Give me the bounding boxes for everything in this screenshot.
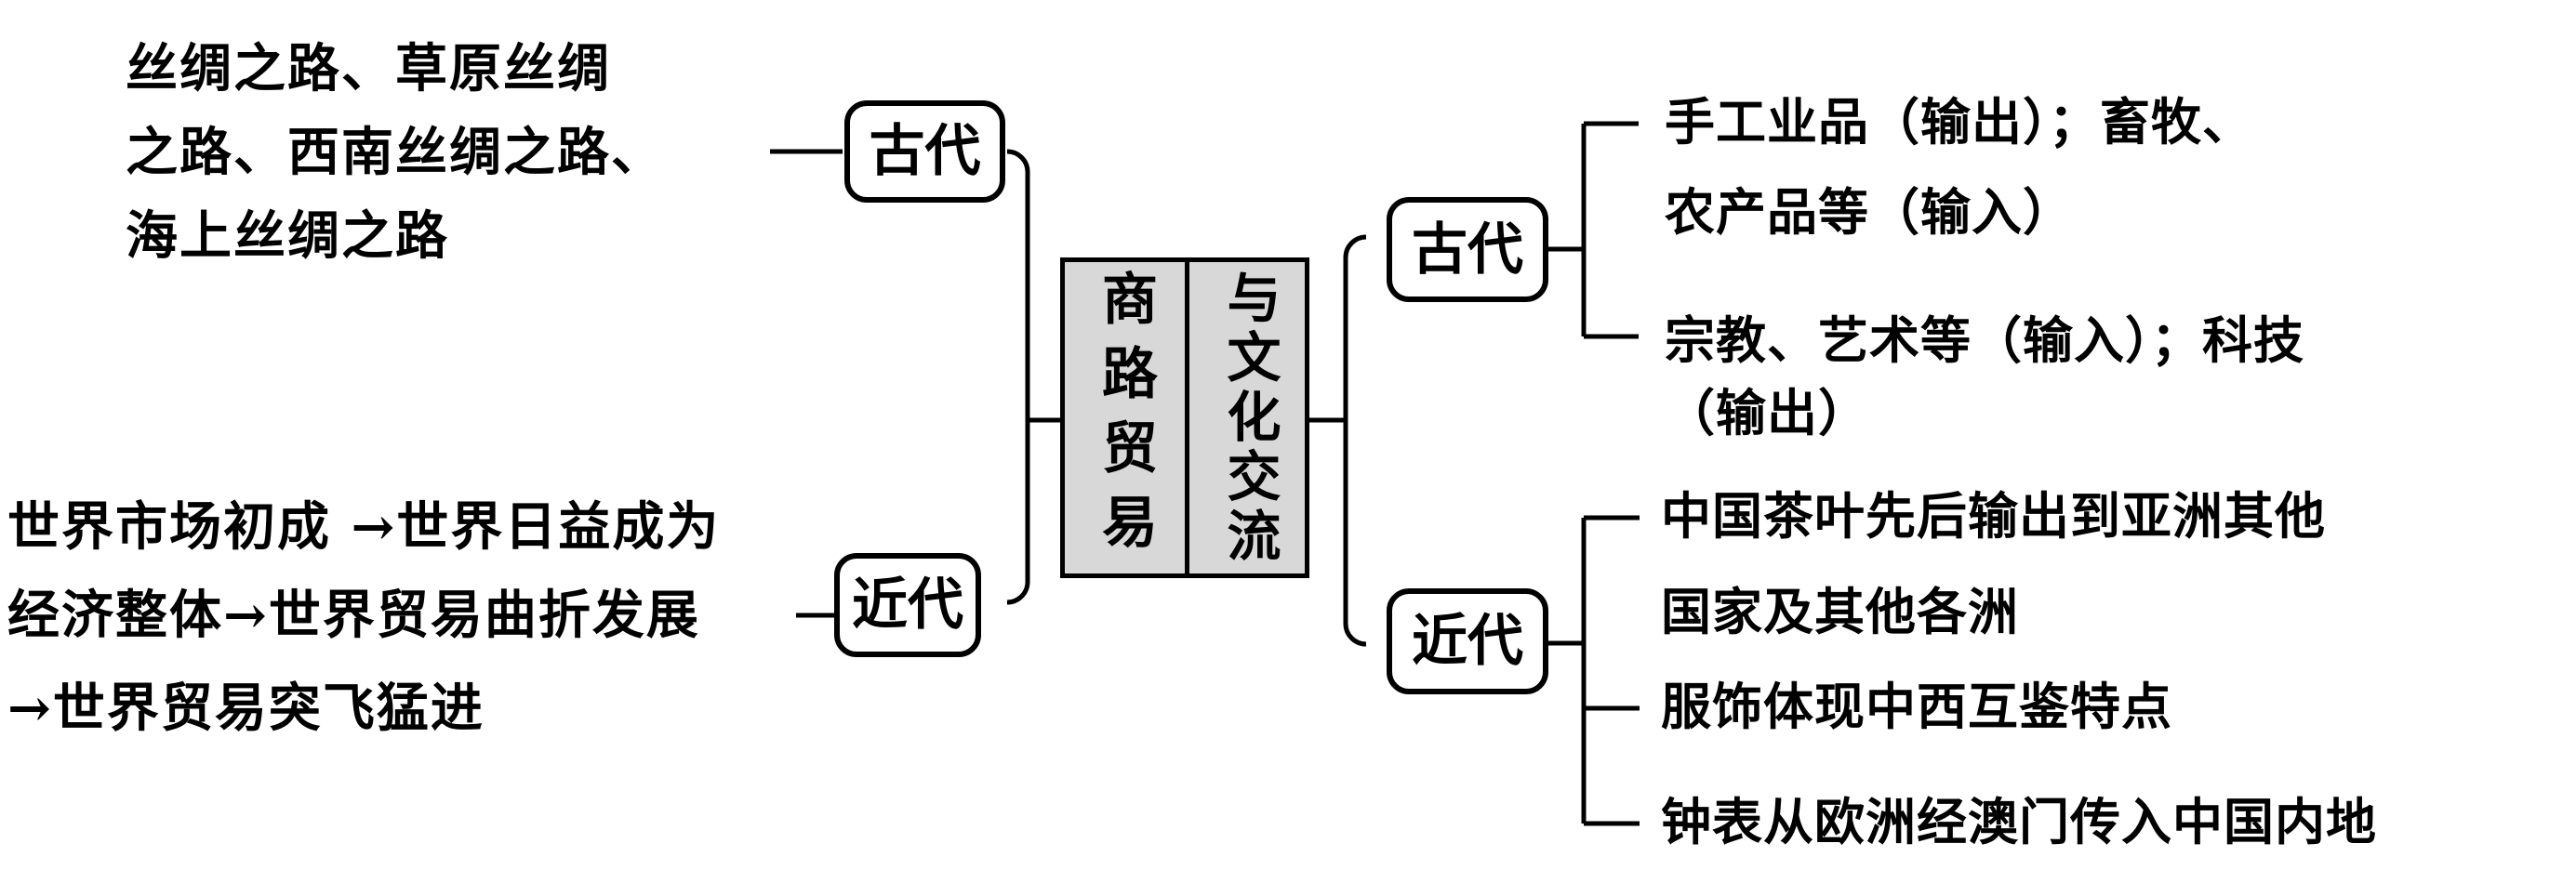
node-modern-left: 近代 [834, 553, 981, 657]
modern-market-line-3: →世界贸易突飞猛进 [7, 678, 485, 739]
ancient-item-2-line-1: 宗教、艺术等（输入）；科技 [1665, 310, 2304, 370]
modern-item-1-line-2: 国家及其他各洲 [1661, 582, 2019, 641]
central-topic-trade: 商路贸易 [1065, 262, 1189, 573]
right-brace [1343, 234, 1367, 647]
modern-item-2-line-1: 服饰体现中西互鉴特点 [1661, 677, 2172, 736]
central-topic-box: 商路贸易 与文化交流 [1060, 257, 1309, 578]
node-modern-left-label: 近代 [852, 573, 963, 638]
central-topic-culture: 与文化交流 [1217, 269, 1281, 567]
ancient-item-1-line-2: 农产品等（输入） [1665, 182, 2074, 242]
modern-item-1-line-1: 中国茶叶先后输出到亚洲其他 [1661, 486, 2326, 546]
node-modern-right: 近代 [1387, 588, 1548, 694]
left-brace [1006, 149, 1030, 605]
node-ancient-right: 古代 [1387, 197, 1548, 302]
ancient-item-2-line-2: （输出） [1665, 383, 1869, 442]
modern-item-3-line-1: 钟表从欧洲经澳门传入中国内地 [1661, 792, 2377, 851]
node-modern-right-label: 近代 [1412, 609, 1523, 674]
node-ancient-right-label: 古代 [1412, 217, 1523, 283]
modern-market-line-2: 经济整体→世界贸易曲折发展 [7, 585, 700, 646]
node-ancient-left: 古代 [844, 100, 1005, 203]
ancient-routes-line-3: 海上丝绸之路 [126, 205, 449, 267]
ancient-routes-line-1: 丝绸之路、草原丝绸 [126, 38, 611, 99]
node-ancient-left-label: 古代 [869, 119, 981, 184]
modern-market-line-1: 世界市场初成 →世界日益成为 [7, 496, 721, 558]
ancient-item-1-line-1: 手工业品（输出）；畜牧、 [1665, 92, 2253, 152]
ancient-routes-line-2: 之路、西南丝绸之路、 [126, 122, 665, 183]
